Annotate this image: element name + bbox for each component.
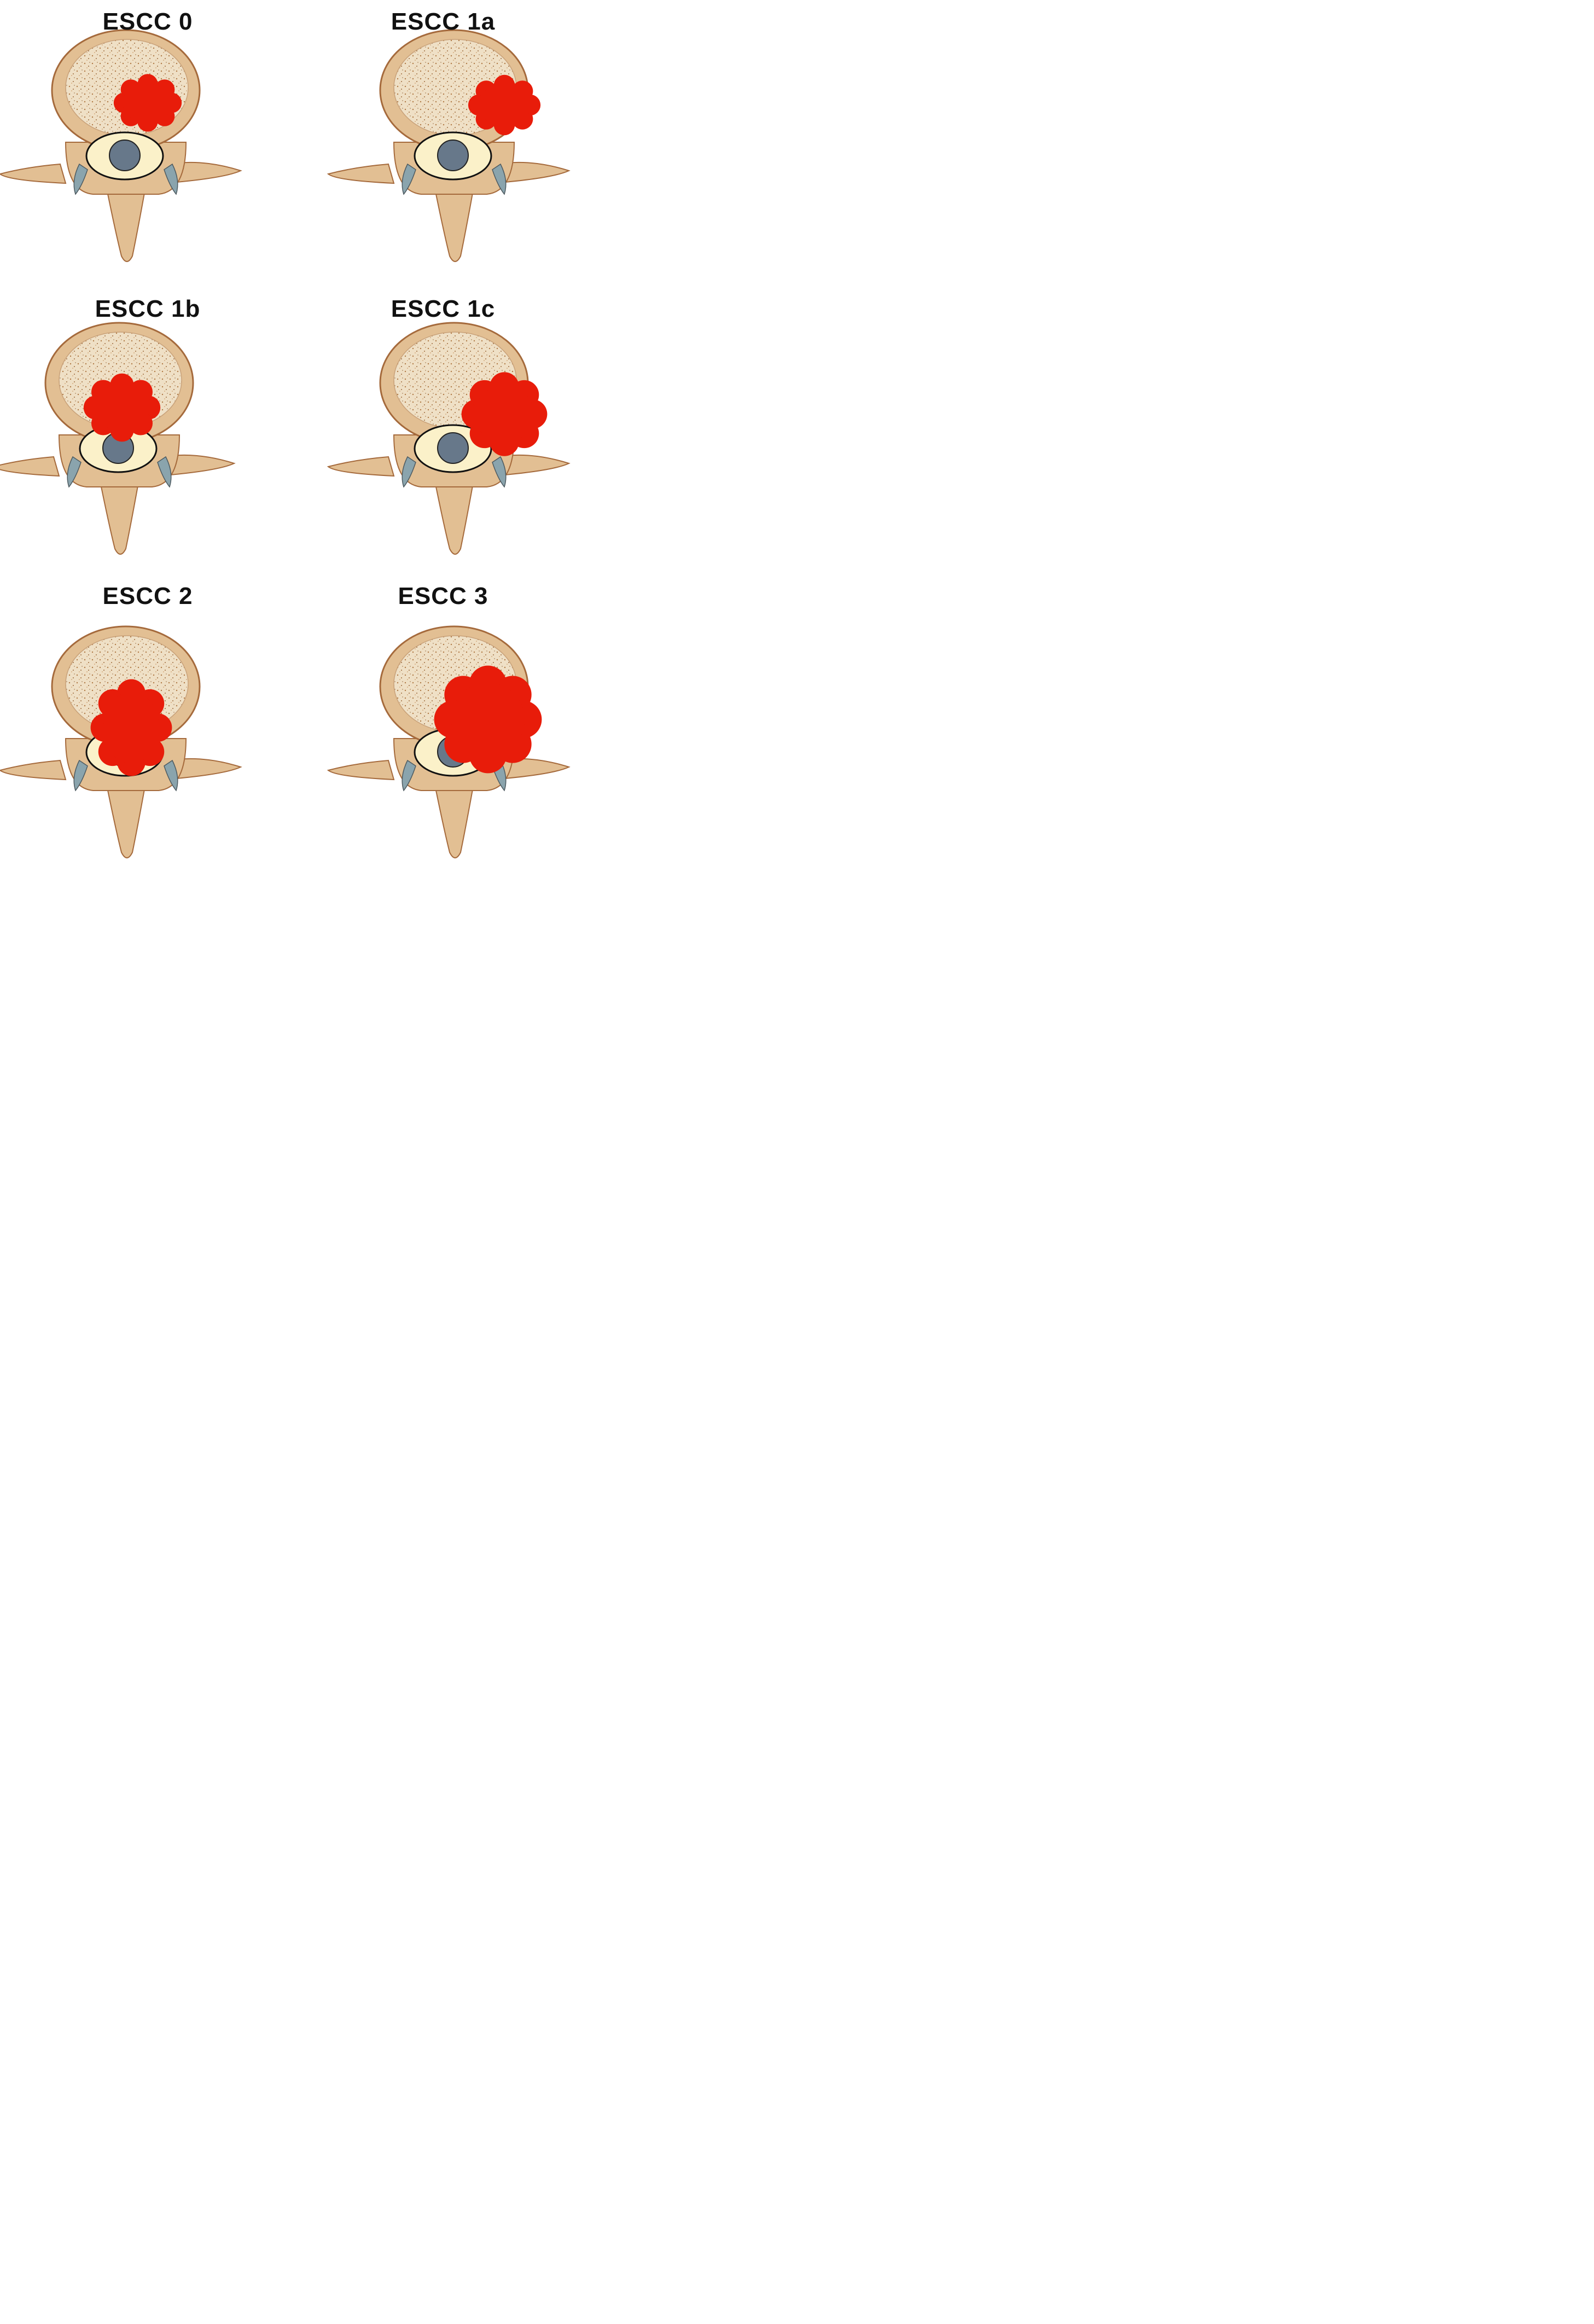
panel-escc-0: ESCC 0 <box>0 0 295 287</box>
tumor <box>462 372 548 456</box>
vertebra <box>0 626 241 858</box>
panel-escc-1a: ESCC 1a <box>295 0 591 287</box>
panel-title: ESCC 3 <box>295 583 591 610</box>
vertebra <box>328 626 569 858</box>
spinal-cord <box>438 140 468 171</box>
vertebra-diagram <box>0 574 295 862</box>
spinal-cord <box>438 433 468 463</box>
vertebra <box>328 323 569 554</box>
panel-escc-3: ESCC 3 <box>295 574 591 862</box>
vertebra-diagram <box>295 0 591 287</box>
tumor-core <box>475 386 534 443</box>
panel-title: ESCC 1c <box>295 295 591 323</box>
panel-title: ESCC 2 <box>0 583 295 610</box>
tumor <box>468 75 540 135</box>
vertebra-diagram <box>295 574 591 862</box>
left-transverse-process <box>0 457 59 476</box>
panel-title: ESCC 1a <box>295 8 591 36</box>
panel-escc-2: ESCC 2 <box>0 574 295 862</box>
tumor-core <box>103 692 159 763</box>
vertebra <box>0 323 234 554</box>
panel-escc-1b: ESCC 1b <box>0 287 295 574</box>
vertebra-diagram <box>295 287 591 574</box>
panel-title: ESCC 0 <box>0 8 295 36</box>
tumor-core <box>478 84 531 125</box>
left-transverse-process <box>0 760 66 780</box>
vertebra <box>328 30 569 262</box>
left-transverse-process <box>328 164 394 183</box>
tumor-core <box>94 384 150 431</box>
spinal-cord <box>109 140 140 171</box>
vertebra <box>0 30 241 262</box>
tumor <box>114 74 182 132</box>
tumor <box>434 666 542 774</box>
tumor-core <box>451 683 525 756</box>
vertebra-diagram <box>0 0 295 287</box>
panel-title: ESCC 1b <box>0 295 295 323</box>
left-transverse-process <box>0 164 66 183</box>
tumor-core <box>123 83 173 123</box>
left-transverse-process <box>328 457 394 476</box>
tumor <box>84 374 160 442</box>
tumor <box>91 679 172 776</box>
panel-escc-1c: ESCC 1c <box>295 287 591 574</box>
vertebra-diagram <box>0 287 295 574</box>
left-transverse-process <box>328 760 394 780</box>
